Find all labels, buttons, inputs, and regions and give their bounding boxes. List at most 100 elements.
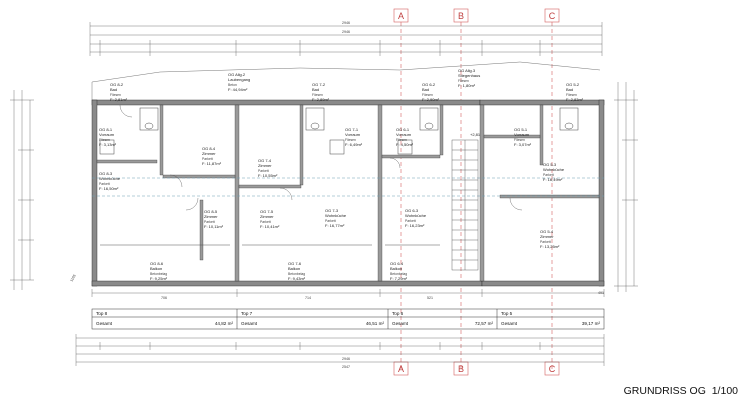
dim-ow: 491 [598,291,604,295]
unit-area: 72,57 m² [475,321,494,326]
room-area: F: 2,81m² [110,97,128,102]
room-area: F: 16,77m² [325,223,345,228]
room-name: Vorraum [345,132,361,137]
room-floor: Fliesen [99,138,110,142]
door-swings [119,104,523,211]
room-code: OG 5-3 [543,162,557,167]
top-dimension-chains [89,22,603,56]
room-name: Zimmer [258,163,272,168]
room-og-7-5: OG 7-5 Zimmer Parkett F: 10,41m² [260,209,280,229]
room-og-5-4: OG 5-4 Zimmer Parkett F: 13,25m² [540,229,560,249]
dim-bottom-last: 2547 [342,365,350,369]
axis-c-top: C [549,11,556,21]
room-name: Balkon [390,266,402,271]
room-area: F: 16,50m² [99,186,119,191]
unit-name: Top 5 [501,311,513,316]
room-name: Zimmer [202,151,216,156]
dim-seg-c: 521 [427,296,433,300]
unit-top-6: Top 6 Gesamt 72,57 m² [392,311,493,326]
room-floor: Parkett [405,219,416,223]
room-name: Zimmer [540,234,554,239]
room-og-7-4: OG 7-4 Zimmer Parkett F: 10,55m² [258,158,278,178]
room-code: OG 6-3 [405,208,419,213]
room-og-8-2: OG 8-2 Bad Fliesen F: 2,81m² [110,82,128,102]
room-og-8-6: OG 8-6 Balkon Betonbelag F: 9,25m² [150,261,168,281]
room-floor: Fliesen [312,93,323,97]
room-floor: Parkett [202,157,213,161]
room-area: F: 1,80m² [458,83,476,88]
room-name: Balkon [288,266,300,271]
dim-west: 1165 [69,274,76,283]
unit-area: 39,17 m² [582,321,601,326]
room-area: F: 3,13m² [99,142,117,147]
axis-markers-top: A B C [393,8,560,23]
room-floor: Fliesen [458,79,469,83]
room-floor: Fliesen [396,138,407,142]
room-code: OG 7-6 [288,261,302,266]
dim-top-second: 2946 [342,30,350,34]
room-code: OG 8-1 [99,127,113,132]
room-name: Wohnküche [99,176,121,181]
roof-outline [91,61,601,100]
room-og-allg-3: OG Allg.3 Stiegenhaus Fliesen F: 1,80m² [458,68,480,88]
axis-a-bottom: A [398,364,404,374]
room-area: F: 9,43m² [288,276,306,281]
room-name: Zimmer [260,214,274,219]
sanitary-fixtures [99,107,579,155]
room-og-6-1: OG 6-1 Vorraum Fliesen F: 4,50m² [396,127,414,147]
room-code: OG 5-2 [566,82,580,87]
room-og-7-3: OG 7-3 Wohnküche Parkett F: 16,77m² [325,208,347,228]
room-name: Bad [110,87,117,92]
room-code: OG 6-1 [396,127,410,132]
room-code: OG 5-4 [540,229,554,234]
unit-total-label: Gesamt [501,321,518,326]
room-og-8-5: OG 8-5 Zimmer Parkett F: 10,11m² [204,209,224,229]
room-area: F: 3,07m² [514,142,532,147]
room-og-6-3: OG 6-3 Wohnküche Parkett F: 16,23m² [405,208,427,228]
room-name: Vorraum [514,132,530,137]
room-og-8-4: OG 8-4 Zimmer Parkett F: 11,87m² [202,146,222,166]
room-name: Wohnküche [325,213,347,218]
room-name: Vorraum [396,132,412,137]
room-og-6-2: OG 6-2 Bad Fliesen F: 2,90m² [422,82,440,102]
room-name: Stiegenhaus [458,73,480,78]
room-og-7-2: OG 7-2 Bad Fliesen F: 2,89m² [312,82,330,102]
room-code: OG 8-6 [150,261,164,266]
room-floor: Fliesen [514,138,525,142]
room-floor: Betonbelag [390,272,407,276]
segment-dimension [91,289,605,297]
unit-total-label: Gesamt [96,321,113,326]
room-area: F: 2,90m² [422,97,440,102]
room-floor: Fliesen [422,93,433,97]
axis-c-bottom: C [549,364,556,374]
room-og-6-4: OG 6-4 Balkon Betonbelag F: 7,29m² [390,261,408,281]
room-floor: Parkett [543,173,554,177]
room-floor: Fliesen [345,138,356,142]
room-name: Bad [422,87,429,92]
room-floor: Fliesen [566,93,577,97]
room-area: F: 2,83m² [566,97,584,102]
room-name: Bad [312,87,319,92]
room-name: Wohnküche [405,213,427,218]
room-floor: Parkett [325,219,336,223]
room-area: F: 44,94m² [228,87,248,92]
room-code: OG 8-2 [110,82,124,87]
room-code: OG 8-4 [202,146,216,151]
unit-area-table [91,308,605,330]
room-area: F: 10,41m² [260,224,280,229]
room-code: OG 8-3 [99,171,113,176]
room-floor: Fliesen [110,93,121,97]
staircase [451,139,479,271]
room-labels: OG 8-2 Bad Fliesen F: 2,81m² OG 8-1 Vorr… [99,68,584,281]
outer-walls [91,99,605,287]
left-dimension-chains [10,90,34,290]
unit-area: 44,82 m² [215,321,234,326]
unit-top-7: Top 7 Gesamt 46,51 m² [241,311,384,326]
room-code: OG 6-2 [422,82,436,87]
room-floor: Parkett [540,240,551,244]
room-floor: Parkett [258,169,269,173]
room-floor: Betonbelag [288,272,305,276]
room-og-8-3: OG 8-3 Wohnküche Parkett F: 16,50m² [99,171,121,191]
room-code: OG 7-2 [312,82,326,87]
